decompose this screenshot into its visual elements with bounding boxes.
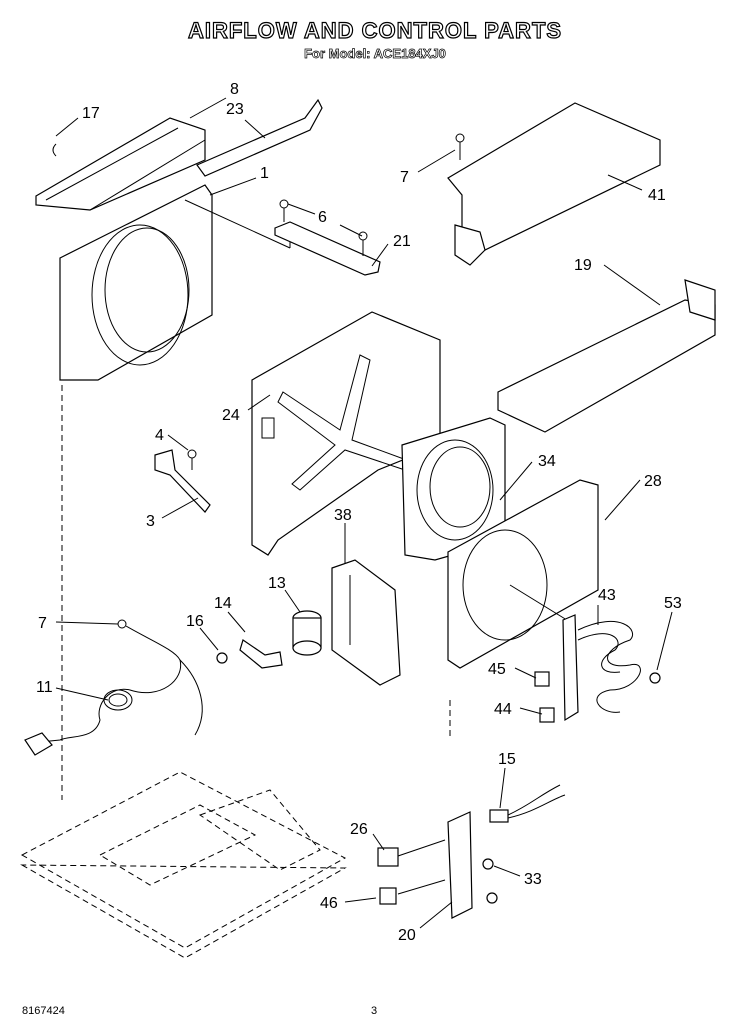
model-subtitle: For Model: ACE184XJ0 [304,46,447,62]
part-13-capacitor [292,610,322,656]
part-38-control-bracket [331,559,401,686]
callout-44: 44 [494,701,512,718]
callout-4: 4 [155,427,164,444]
callout-8: 8 [230,81,239,98]
callout-41: 41 [648,187,666,204]
callout-3: 3 [146,513,155,530]
callout-23: 23 [226,101,244,118]
part-23-strip [196,98,323,177]
part-15-thermostat [489,784,566,823]
callout-34: 34 [538,453,556,470]
part-28-orifice-panel [447,479,599,669]
part-41-top-cover [447,102,661,266]
part-11-power-cord [24,619,203,756]
document-number: 8167424 [22,1005,65,1017]
callout-33: 33 [524,871,542,888]
callout-15: 15 [498,751,516,768]
part-43-heater-element [534,614,661,723]
callout-46: 46 [320,895,338,912]
callout-26: 26 [350,821,368,838]
callout-7-bottom: 7 [38,615,47,632]
part-21-bracket [274,199,381,276]
part-24-partition [251,311,441,556]
part-17-clip [52,143,57,157]
part-16-screw [216,652,228,664]
callout-17: 17 [82,105,100,122]
part-1-shroud [59,184,291,381]
callout-11: 11 [36,679,53,696]
page-number: 3 [371,1005,377,1017]
part-3-bracket [154,449,211,513]
part-8-deflector [35,117,206,211]
callout-43: 43 [598,587,616,604]
callout-14: 14 [214,595,232,612]
base-pan [20,771,347,959]
callout-24: 24 [222,407,240,424]
callout-20: 20 [398,927,416,944]
page-title: AIRFLOW AND CONTROL PARTS [187,17,563,43]
callout-7-top: 7 [400,169,409,186]
callout-16: 16 [186,613,204,630]
callout-13: 13 [268,575,286,592]
callout-21: 21 [393,233,411,250]
callout-45: 45 [488,661,506,678]
part-20-control-panel [377,811,498,919]
callout-19: 19 [574,257,592,274]
callout-28: 28 [644,473,662,490]
callout-1: 1 [260,165,269,182]
callout-6: 6 [318,209,327,226]
callout-38: 38 [334,507,352,524]
callout-labels: 17 8 23 1 6 21 7 41 19 24 4 3 34 28 38 1… [36,81,682,944]
part-34-blower-housing [401,417,506,561]
callout-leaders [55,97,673,929]
part-19-panel [497,279,716,433]
part-14-strap [239,639,283,669]
callout-53: 53 [664,595,682,612]
